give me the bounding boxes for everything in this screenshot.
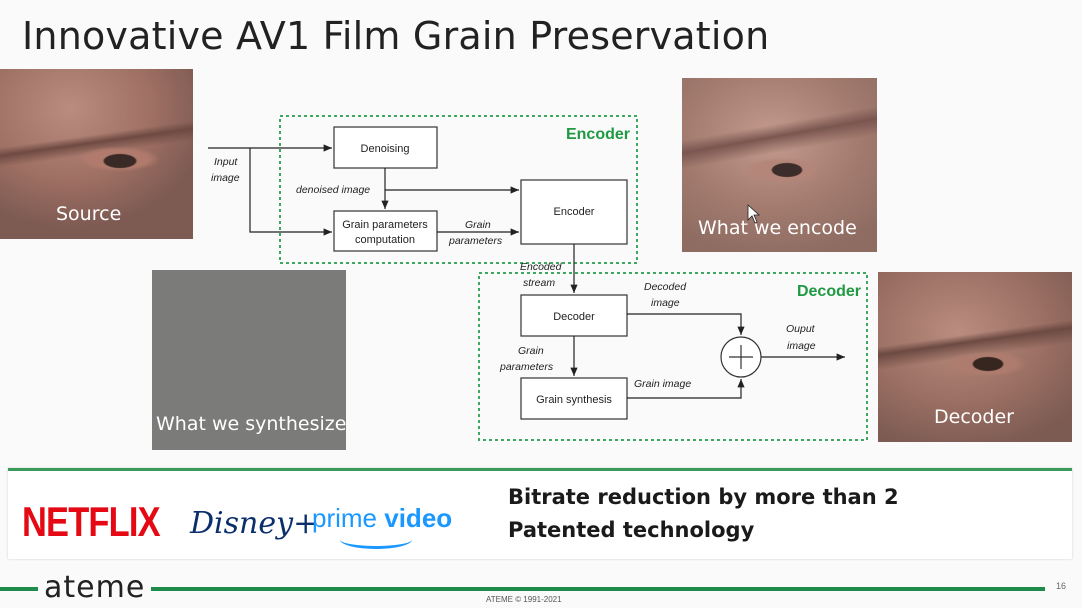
partners-banner bbox=[8, 468, 1072, 559]
decoded-image-label-1: Decoded bbox=[644, 281, 687, 293]
disney-plus-logo: Disney+ bbox=[190, 506, 319, 541]
bullet-bitrate: Bitrate reduction by more than 2 bbox=[508, 485, 899, 509]
source-photo: Source bbox=[0, 69, 193, 239]
grain-params-label-1: Grain parameters bbox=[342, 219, 428, 231]
encoder-box bbox=[520, 179, 628, 245]
denoising-label: Denoising bbox=[361, 143, 410, 155]
decoder-group-border bbox=[478, 272, 868, 441]
source-face-image bbox=[0, 69, 193, 239]
grain-synthesis-box bbox=[520, 377, 628, 420]
grain-params-dec-label-1: Grain bbox=[518, 345, 544, 357]
copyright-text: ATEME © 1991-2021 bbox=[486, 595, 562, 604]
decoded-image-label-2: image bbox=[651, 297, 680, 309]
grain-image-label: Grain image bbox=[634, 378, 691, 390]
footer-divider bbox=[0, 587, 1045, 591]
encoded-stream-label-2: stream bbox=[523, 277, 555, 289]
source-caption: Source bbox=[56, 203, 122, 225]
grain-params-dec-label-2: parameters bbox=[499, 361, 554, 373]
encoder-box-label: Encoder bbox=[554, 206, 595, 218]
synthesized-caption: What we synthesize bbox=[156, 413, 346, 435]
grain-params-box bbox=[333, 210, 438, 252]
decoder-box bbox=[520, 294, 628, 337]
diagram-arrows bbox=[208, 144, 845, 399]
ateme-logo: ateme bbox=[38, 570, 152, 605]
prime-video-logo: prime video bbox=[312, 503, 452, 534]
denoised-image-label: denoised image bbox=[296, 184, 370, 196]
decoded-caption: Decoder bbox=[934, 406, 1014, 428]
decoder-group-title: Decoder bbox=[797, 283, 861, 300]
netflix-logo: NETFLIX bbox=[22, 498, 161, 545]
decoder-box-label: Decoder bbox=[553, 311, 595, 323]
grain-label-2: parameters bbox=[448, 235, 503, 247]
decoded-photo: Decoder bbox=[878, 272, 1072, 442]
denoising-box bbox=[333, 126, 438, 169]
encoded-caption: What we encode bbox=[698, 217, 857, 239]
slide-title: Innovative AV1 Film Grain Preservation bbox=[22, 14, 770, 58]
encoded-photo: What we encode bbox=[682, 78, 877, 252]
grain-params-label-2: computation bbox=[355, 234, 415, 246]
prime-smile-icon bbox=[340, 530, 412, 549]
synthesized-grain-photo: What we synthesize bbox=[152, 270, 346, 450]
input-label-2: image bbox=[211, 172, 240, 184]
grain-synthesis-label: Grain synthesis bbox=[536, 394, 612, 406]
prime-video-logo-word-1: prime bbox=[312, 503, 378, 533]
page-number: 16 bbox=[1056, 581, 1067, 591]
encoder-group-title: Encoder bbox=[566, 126, 630, 143]
av1-grain-diagram: Encoder Decoder Denoising Grain paramete… bbox=[208, 115, 868, 441]
input-label-1: Input bbox=[214, 156, 238, 168]
bullet-patented: Patented technology bbox=[508, 518, 755, 542]
mouse-cursor-icon bbox=[747, 204, 761, 224]
grain-label-1: Grain bbox=[465, 219, 491, 231]
output-image-label-1: Ouput bbox=[786, 323, 816, 335]
decoded-face-image bbox=[878, 272, 1072, 442]
encoded-stream-label-1: Encoded bbox=[520, 261, 563, 273]
prime-video-logo-word-2: video bbox=[384, 503, 453, 533]
encoded-face-image bbox=[682, 78, 877, 252]
output-image-label-2: image bbox=[787, 340, 816, 352]
